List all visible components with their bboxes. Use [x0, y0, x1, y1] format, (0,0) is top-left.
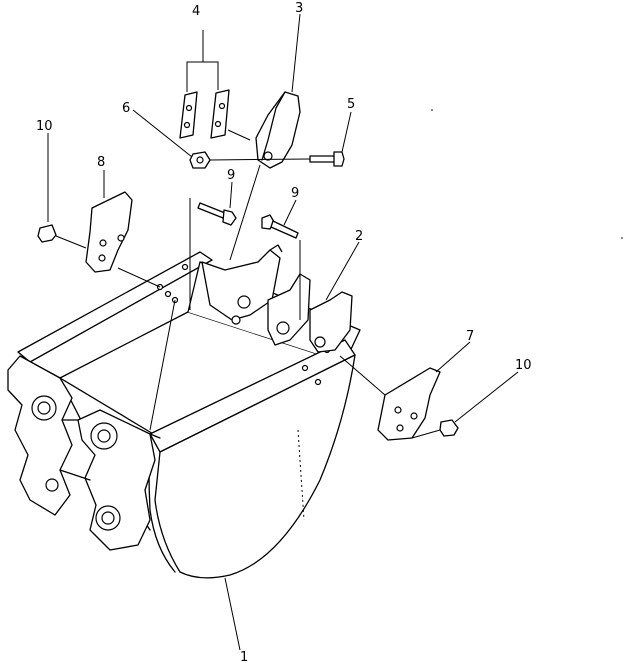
- scan-speck: [621, 237, 623, 239]
- label-tooth-point: 3: [295, 1, 303, 16]
- label-bucket: 1: [240, 650, 248, 663]
- label-nut-right: 10: [515, 358, 532, 373]
- tooth-bolt: [309, 151, 345, 167]
- label-bolt-left: 9: [227, 168, 235, 183]
- shims: [179, 30, 230, 139]
- label-tooth-bolt: 5: [347, 97, 355, 112]
- label-tooth-nut: 6: [122, 101, 130, 116]
- hinge-brackets: [7, 355, 156, 551]
- leader-lines: [47, 13, 519, 651]
- bolt-right: [261, 214, 299, 239]
- side-cutter-right: [377, 367, 459, 441]
- part-labels: 4 3 6 5 10 8 9 9 2 7 10 1: [36, 1, 532, 663]
- label-nut-left: 10: [36, 119, 53, 134]
- scan-speck: [431, 109, 433, 111]
- bolt-axis-line: [209, 158, 311, 161]
- tooth-point: [255, 91, 301, 169]
- bolt-left: [197, 202, 237, 226]
- tooth-nut: [189, 151, 211, 169]
- label-adapter-plate: 2: [355, 229, 363, 244]
- label-bolt-right: 9: [291, 186, 299, 201]
- label-shims: 4: [192, 4, 200, 19]
- side-cutter-left: [37, 191, 133, 273]
- label-side-cutter-left: 8: [97, 155, 105, 170]
- label-side-cutter-right: 7: [466, 329, 474, 344]
